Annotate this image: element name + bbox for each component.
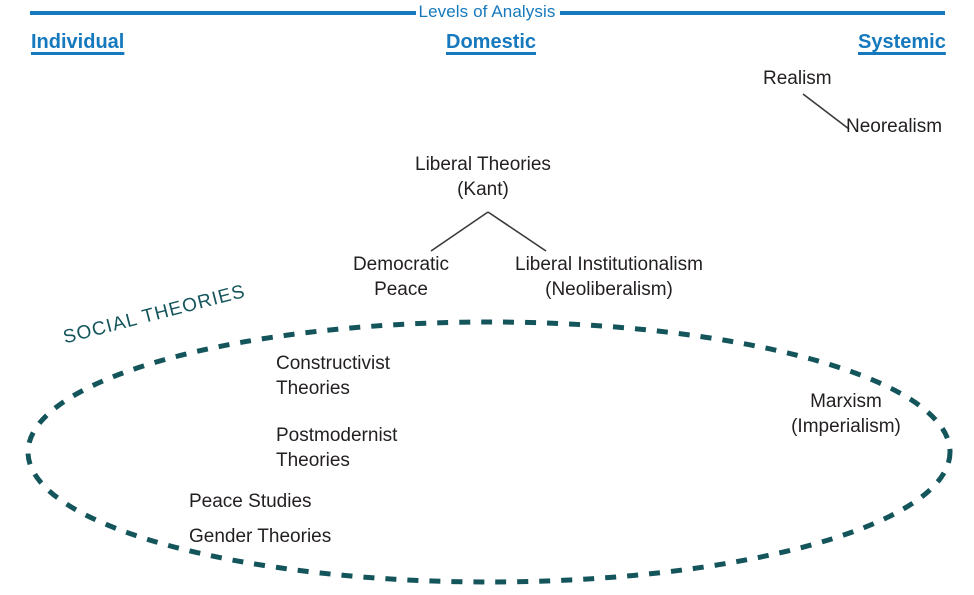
node-democratic-peace-line1: Democratic [352,254,450,275]
node-postmodernist-line2: Theories [276,450,350,471]
node-liberal-theories-line1: Liberal Theories [415,154,551,175]
header-rule-left [30,11,416,15]
level-heading-domestic: Domestic [446,31,537,53]
node-neorealism: Neorealism [846,116,943,137]
node-marxism: Marxism (Imperialism) [778,389,914,439]
node-gender-theories: Gender Theories [189,526,332,547]
node-liberal-theories: Liberal Theories (Kant) [415,152,551,202]
node-postmodernist-line1: Postmodernist [276,425,398,446]
node-postmodernist-theories: Postmodernist Theories [276,423,397,473]
social-theories-ellipse [25,319,953,585]
node-democratic-peace-line2: Peace [374,279,428,300]
node-liberal-institutionalism: Liberal Institutionalism (Neoliberalism) [509,252,709,302]
header-rule-right [560,11,945,15]
node-liberal-institutionalism-line2: (Neoliberalism) [545,279,673,300]
connector-realism-neorealism [802,93,850,130]
node-constructivist-line2: Theories [276,378,350,399]
connector-liberal-institutionalism [487,211,547,252]
connector-liberal-democratic-peace [430,211,489,252]
node-marxism-line2: (Imperialism) [791,416,901,437]
node-constructivist-theories: Constructivist Theories [276,351,390,401]
node-peace-studies: Peace Studies [189,491,312,512]
level-heading-individual: Individual [31,31,125,53]
level-heading-systemic: Systemic [858,31,946,53]
social-theories-label: SOCIAL THEORIES [61,281,248,349]
node-liberal-institutionalism-line1: Liberal Institutionalism [515,254,703,275]
node-realism: Realism [763,68,832,89]
levels-of-analysis-caption: Levels of Analysis [418,2,556,21]
node-liberal-theories-line2: (Kant) [457,179,509,200]
node-marxism-line1: Marxism [810,391,882,412]
node-democratic-peace: Democratic Peace [345,252,457,302]
node-constructivist-line1: Constructivist [276,353,391,374]
